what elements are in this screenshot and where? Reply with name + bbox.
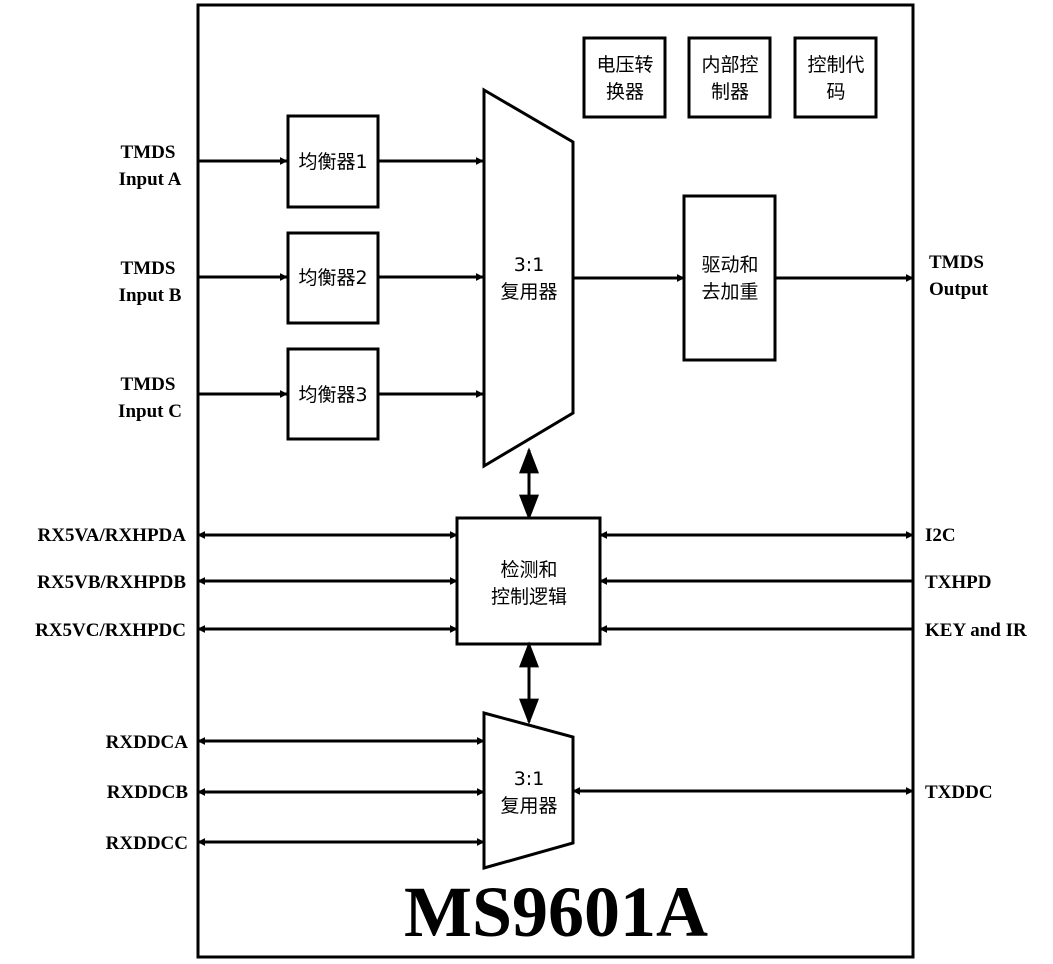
control-code-label-2: 码 [826,81,845,103]
input-a-label-2: Input A [119,169,182,190]
equalizer-2-label: 均衡器2 [298,267,367,289]
internal-controller-label-2: 制器 [711,81,749,103]
logic-block [455,516,602,646]
i2c-label: I2C [925,525,956,546]
tmds-mux-label-1: 3:1 [514,254,545,276]
key-ir-label: KEY and IR [925,620,1027,641]
ddc-c-label: RXDDCC [106,833,188,854]
voltage-converter-label-2: 换器 [606,81,644,103]
logic-label-2: 控制逻辑 [491,586,567,608]
txddc-label: TXDDC [925,782,993,803]
tmds-mux-label-2: 复用器 [500,281,557,303]
input-a-label-1: TMDS [121,142,176,163]
chip-title: MS9601A [404,872,708,952]
ddc-mux-block [482,711,575,870]
ddc-mux-label-2: 复用器 [500,795,557,817]
control-code-label-1: 控制代 [807,54,864,76]
equalizer-3-label: 均衡器3 [298,384,367,406]
chip-boundary [196,3,915,959]
equalizer-2-block [286,231,380,325]
control-code-block [793,36,878,119]
input-b-label-2: Input B [119,285,182,306]
driver-label-1: 驱动和 [701,254,758,276]
voltage-converter-block [582,36,667,119]
voltage-converter-label-1: 电压转 [596,54,653,76]
output-label-2: Output [929,279,989,300]
ddc-a-label: RXDDCA [106,732,189,753]
driver-block [682,194,777,362]
input-b-label-1: TMDS [121,258,176,279]
equalizer-1-label: 均衡器1 [298,151,367,173]
input-c-label-1: TMDS [121,374,176,395]
equalizer-1-block [286,114,380,209]
internal-controller-block [687,36,772,119]
tmds-mux-block [482,87,575,469]
txhpd-label: TXHPD [925,572,992,593]
input-c-label-2: Input C [118,401,182,422]
internal-controller-label-1: 内部控 [701,54,758,76]
ddc-b-label: RXDDCB [107,782,189,803]
output-label-1: TMDS [929,252,984,273]
hpd-c-label: RX5VC/RXHPDC [35,620,186,641]
ddc-mux-label-1: 3:1 [514,768,545,790]
driver-label-2: 去加重 [701,281,758,303]
logic-label-1: 检测和 [500,559,557,581]
hpd-a-label: RX5VA/RXHPDA [38,525,187,546]
hpd-b-label: RX5VB/RXHPDB [37,572,186,593]
